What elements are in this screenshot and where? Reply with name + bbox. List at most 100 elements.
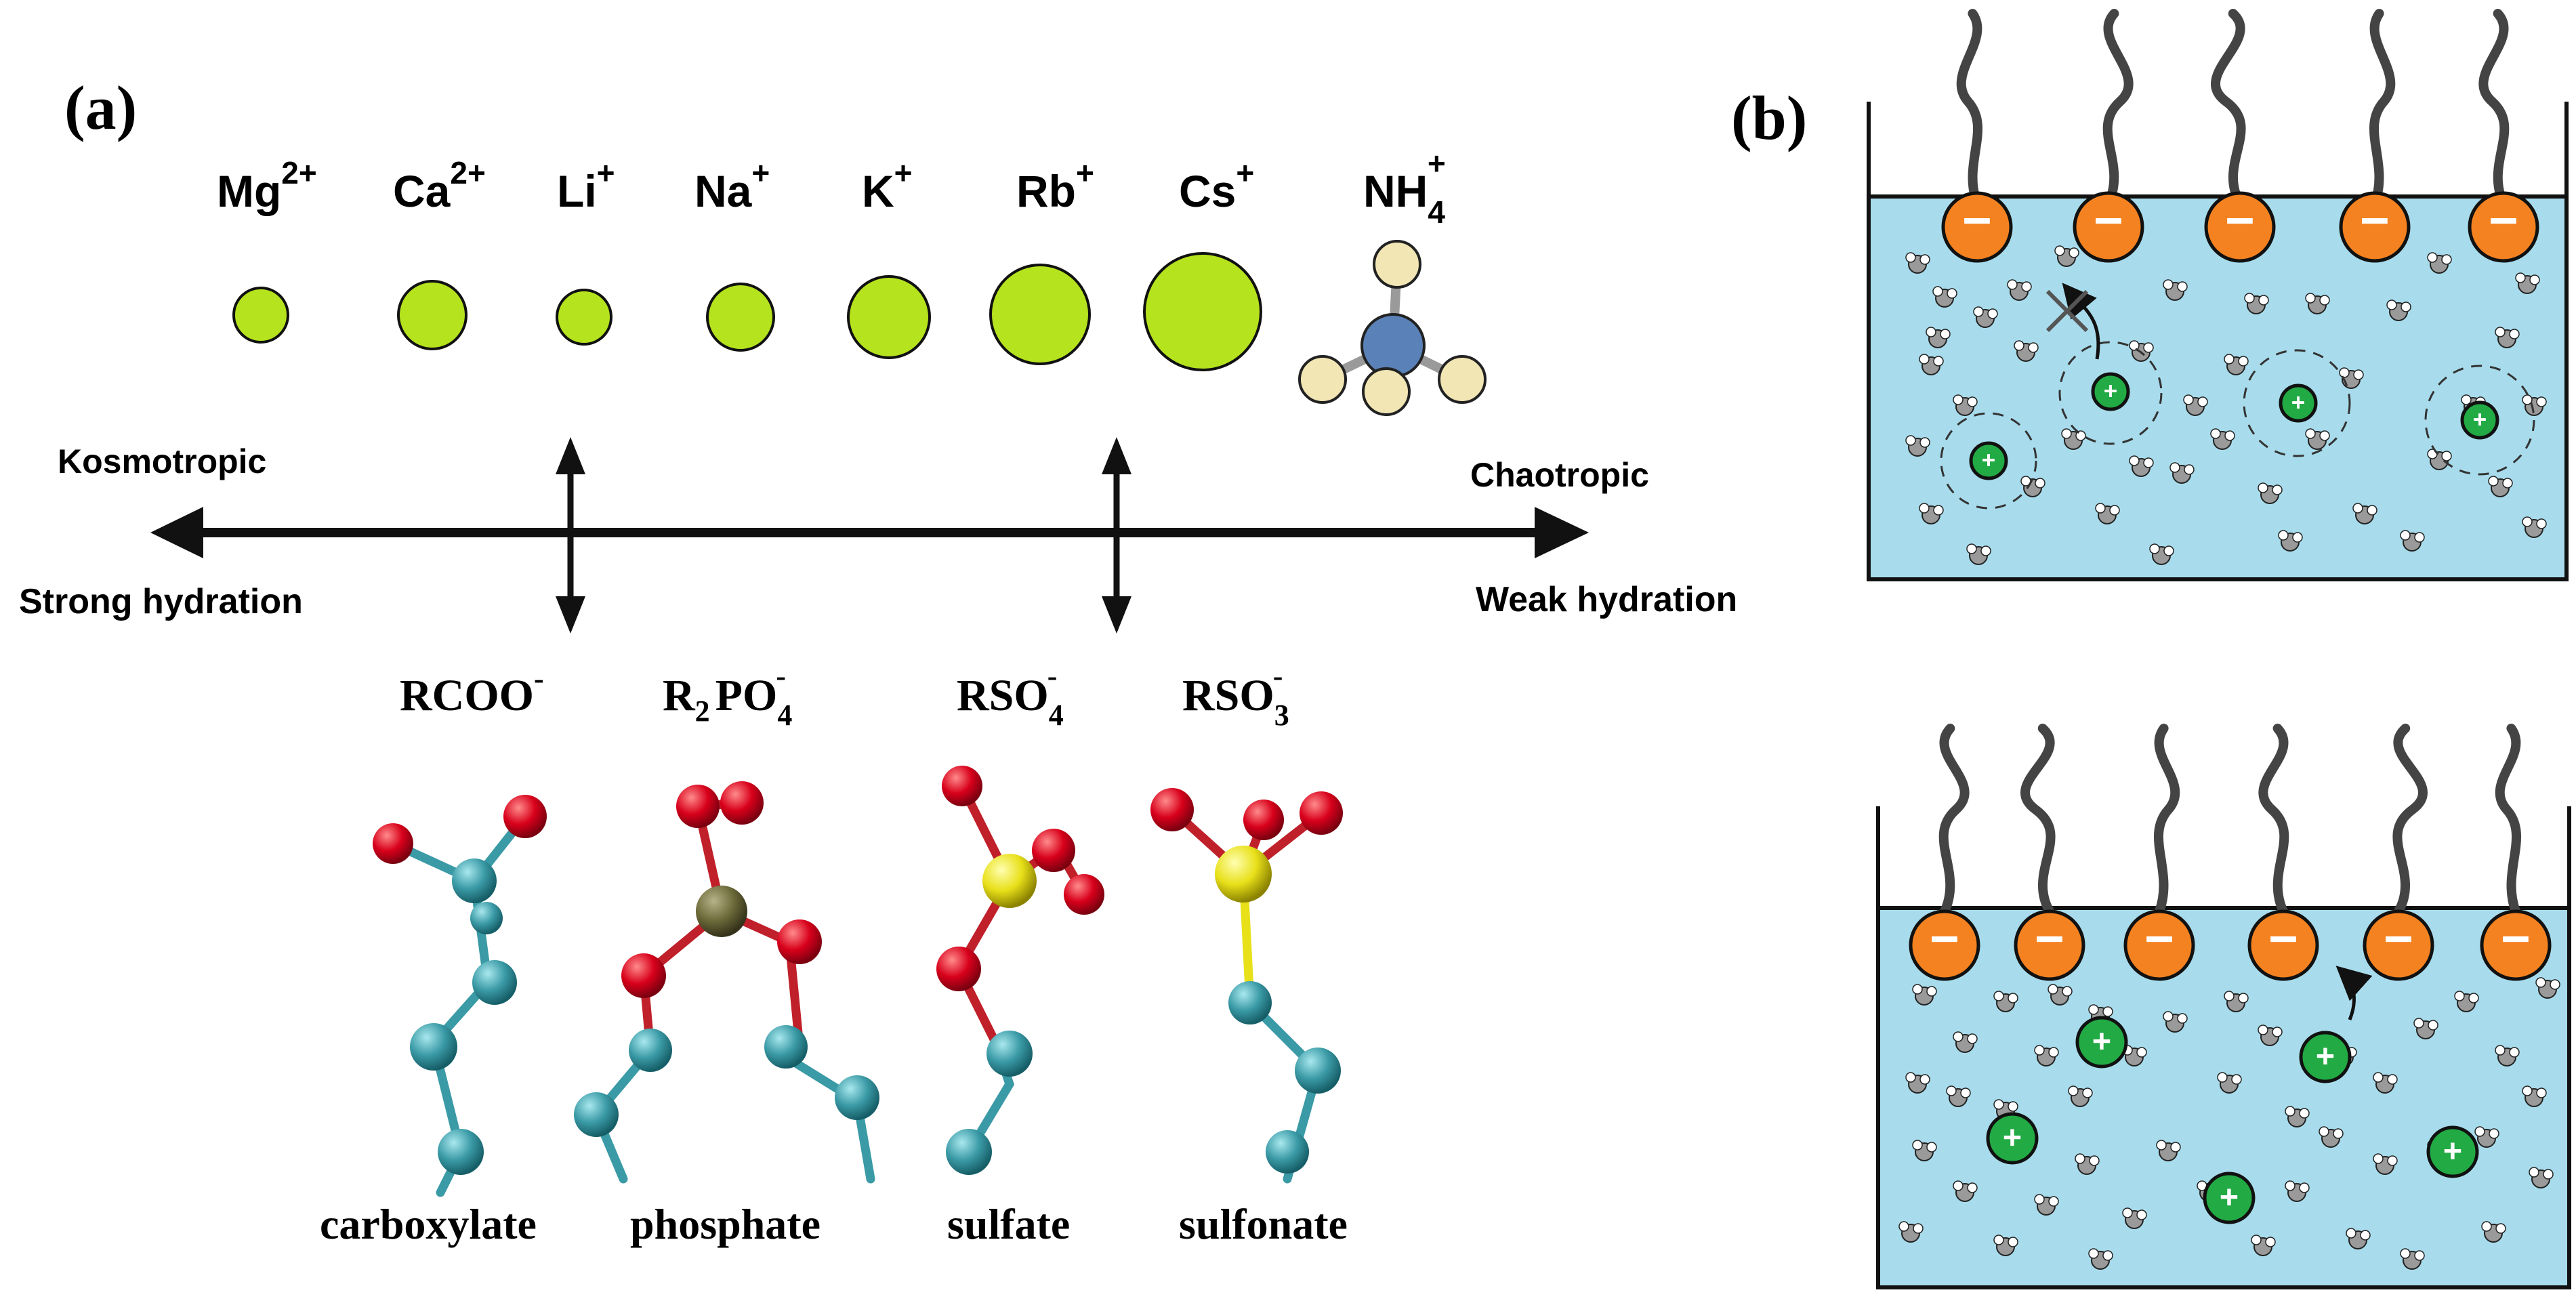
minus-sign: − [2268,910,2298,967]
scale-left-arrowhead [150,507,203,558]
plus-sign: + [2443,1133,2462,1169]
minus-sign: − [2035,910,2064,967]
cation-sphere-cs [1143,252,1262,371]
strong-hydration-label: Strong hydration [19,582,303,621]
kosmotropic-label: Kosmotropic [58,442,266,480]
water-molecule [2285,1180,2310,1202]
water-molecule [2088,1248,2113,1270]
water-molecule [2258,1024,2283,1046]
water-molecule [1993,1235,2018,1256]
headgroups: −−−−−− [1909,909,2552,981]
water-molecule [2495,1045,2520,1066]
cation-label-li: Li+ [557,155,615,216]
headgroup: − [2247,909,2319,981]
water-molecule [2054,245,2079,267]
water-molecule [2251,1235,2276,1256]
name-phosphate: phosphate [630,1200,820,1248]
headgroup: − [1909,909,1980,981]
counterion: + [2279,384,2318,423]
water-molecule [1953,394,1978,416]
water-molecule [2224,991,2249,1012]
sulfonate-model [1150,788,1343,1184]
water-molecule [2048,984,2073,1006]
panel-b-label: (b) [1731,83,1807,152]
water-molecule [2305,428,2330,450]
minus-sign: − [2384,910,2413,967]
water-molecule [2156,1140,2181,1161]
water-molecule [2488,476,2513,497]
water-molecule [2163,279,2188,301]
water-molecule [2061,428,2086,450]
water-molecule [2346,1228,2371,1249]
minus-sign: − [1962,192,1992,249]
hydrogen-atom [1373,240,1421,289]
water-molecule [2075,1153,2100,1175]
water-molecule [2007,279,2032,301]
headgroup: − [2014,909,2085,981]
water-molecule [1973,306,1998,328]
water-molecule [2169,462,2195,484]
water-molecule [2515,272,2540,294]
headgroup: − [2468,191,2539,263]
headgroup: − [2073,191,2144,263]
cation-spheres [232,252,1262,371]
plus-sign: + [1982,447,1996,474]
cation-label-cs: Cs+ [1179,155,1254,216]
water-molecule [2413,1018,2438,1039]
counterion: + [2203,1172,2256,1224]
headgroup: − [2339,191,2411,263]
water-molecule [1898,1221,1924,1243]
top-interface-box: + + + + − − − − − [1867,9,2569,581]
headgroup: − [1941,191,2013,263]
water-molecule [2522,516,2547,538]
scale-right-arrowhead [1535,507,1589,558]
water-molecule [2149,543,2174,565]
water-molecule [2034,1045,2059,1066]
hydrogen-atom [1298,355,1347,404]
formula-sulfate: RSO4- [957,659,1064,732]
counterion: + [1969,441,2008,480]
hydration-shell [1940,412,2037,510]
name-sulfonate: sulfonate [1179,1200,1348,1248]
counterion: + [2091,372,2130,411]
cation-sphere-rb [989,264,1091,365]
hofmeister-scale [150,437,1589,634]
minus-sign: − [2094,192,2123,249]
surfactant-tails [1956,9,2510,208]
hydration-shell [2424,365,2535,476]
counterion: + [1986,1112,2039,1165]
water-molecule [1966,543,1991,565]
sulfate-model [936,766,1104,1175]
water-layer [1876,906,2571,1289]
formula-sulfonate: RSO3- [1182,659,1289,732]
panel-a-label: (a) [64,73,137,142]
minus-sign: − [2360,192,2390,249]
plus-sign: + [2473,407,2487,433]
water-molecule [2183,394,2208,416]
water-molecule [2217,1072,2242,1094]
minus-sign: − [2144,910,2174,967]
water-molecule [2495,327,2520,348]
headgroup: − [2204,191,2276,263]
water-molecule [2529,1167,2554,1188]
headgroups: −−−−− [1941,191,2539,263]
cation-label-rb: Rb+ [1016,155,1094,216]
minus-sign: − [2501,910,2531,967]
hydration-shells [1940,341,2535,510]
hydrogen-atom [1362,367,1411,416]
water-molecule [2373,1072,2398,1094]
water-molecule [2122,1207,2147,1229]
counterion: + [2460,400,2499,440]
weak-hydration-label: Weak hydration [1476,580,1737,619]
cation-sphere-ca [397,280,468,350]
surfactant-tails [1938,724,2521,916]
water-molecule [1953,1180,1978,1202]
water-molecule [2210,428,2235,450]
water-molecule [1905,435,1930,457]
minus-sign: − [1930,910,1959,967]
water-molecule [1926,327,1951,348]
water-molecule [2285,1106,2310,1127]
